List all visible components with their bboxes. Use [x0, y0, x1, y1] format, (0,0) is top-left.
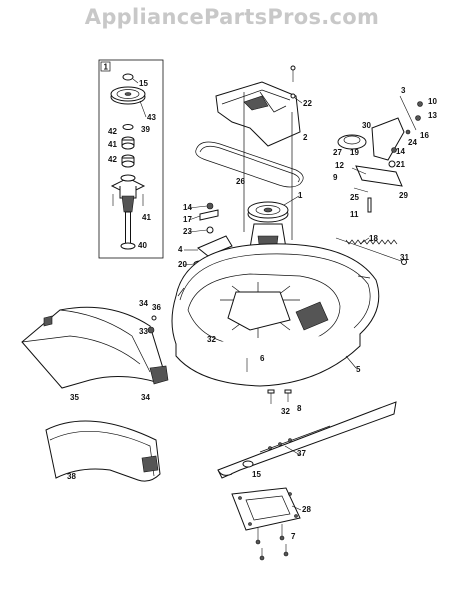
- leader-lines: [132, 78, 370, 511]
- inset-number-box: [100, 61, 111, 72]
- callout-28: 28: [302, 505, 311, 514]
- inset-screws-41: [112, 194, 144, 206]
- callout-42-upper: 42: [108, 127, 117, 136]
- callout-37: 37: [297, 449, 306, 458]
- inset-bearing-42-lower: [121, 154, 135, 168]
- screw-22-head: [290, 65, 296, 71]
- nut-36: [151, 315, 157, 321]
- nut-10: [417, 101, 423, 107]
- pin-16: [405, 129, 411, 135]
- callout-42-lower: 42: [108, 155, 117, 164]
- callout-41-upper: 41: [108, 140, 117, 149]
- inset-washer-39: [122, 124, 134, 130]
- callout-19: 19: [350, 148, 359, 157]
- inset-pulley-43: [110, 86, 146, 105]
- callout-14-right: 14: [396, 147, 405, 156]
- callout-22: 22: [303, 99, 312, 108]
- callout-16: 16: [420, 131, 429, 140]
- idler-arm-30: [371, 117, 405, 161]
- callout-1: 1: [298, 191, 303, 200]
- mount-plate-28: [231, 487, 301, 531]
- callout-21: 21: [396, 160, 405, 169]
- bolts-7: [255, 524, 289, 561]
- callout-41-lower: 41: [142, 213, 151, 222]
- belt-26: [195, 141, 304, 188]
- callout-9: 9: [333, 173, 338, 182]
- fasteners-9-25: [351, 167, 369, 193]
- watermark-text: AppliancePartsPros.com: [85, 5, 379, 29]
- callout-12: 12: [335, 161, 344, 170]
- callout-15-inset: 15: [139, 79, 148, 88]
- callout-36: 36: [152, 303, 161, 312]
- nut-13: [415, 115, 421, 121]
- rod-3: [399, 95, 417, 131]
- bolt-33: [147, 326, 155, 334]
- callout-43: 43: [147, 113, 156, 122]
- inset-shaft-40: [120, 211, 136, 250]
- callout-35: 35: [70, 393, 79, 402]
- callout-2: 2: [303, 133, 308, 142]
- idler-assembly: [337, 95, 423, 213]
- inset-number: 1: [104, 63, 109, 72]
- callout-39: 39: [141, 125, 150, 134]
- callout-18: 18: [369, 234, 378, 243]
- washer-14-right: [391, 147, 397, 153]
- callout-4: 4: [178, 245, 183, 254]
- callout-34-upper: 34: [139, 299, 148, 308]
- callout-27: 27: [333, 148, 342, 157]
- spring-18-rod-31: [335, 237, 407, 265]
- callout-13: 13: [428, 111, 437, 120]
- callout-32-lower: 32: [281, 407, 290, 416]
- callout-3: 3: [401, 86, 406, 95]
- nut-14-left: [206, 202, 214, 210]
- callout-15-lower: 15: [252, 470, 261, 479]
- callout-6: 6: [260, 354, 265, 363]
- callout-8: 8: [297, 404, 302, 413]
- callout-26: 26: [236, 177, 245, 186]
- callout-38: 38: [67, 472, 76, 481]
- callout-7: 7: [291, 532, 296, 541]
- callout-11: 11: [350, 210, 359, 219]
- callout-29: 29: [399, 191, 408, 200]
- nut-15-lower: [242, 460, 254, 468]
- belt-cover-2: [215, 81, 301, 147]
- nut-21: [388, 160, 396, 168]
- spacer-23: [206, 226, 214, 234]
- bolt-11: [367, 197, 372, 213]
- inset-spindle-housing: [110, 174, 146, 213]
- callout-33: 33: [139, 327, 148, 336]
- callout-24: 24: [408, 138, 417, 147]
- callout-30: 30: [362, 121, 371, 130]
- center-spindle-1: [243, 92, 293, 253]
- callout-10: 10: [428, 97, 437, 106]
- inset-frame: [98, 59, 164, 259]
- callout-23: 23: [183, 227, 192, 236]
- callout-32-upper: 32: [207, 335, 216, 344]
- washer-17: [199, 209, 219, 221]
- bolts-32-8: [267, 389, 292, 404]
- callout-31: 31: [400, 253, 409, 262]
- discharge-chute-35: [21, 306, 169, 389]
- callout-34-lower: 34: [141, 393, 150, 402]
- callout-5: 5: [356, 365, 361, 374]
- spindle-inset: 1: [98, 59, 164, 259]
- mower-deck-5: [171, 243, 380, 387]
- grass-deflector-38: [45, 420, 161, 482]
- inset-nut-15: [122, 73, 134, 81]
- callout-17: 17: [183, 215, 192, 224]
- callout-25: 25: [350, 193, 359, 202]
- screw-22-lower: [290, 93, 296, 99]
- deck-bracket-right: [295, 301, 329, 331]
- callout-14-left: 14: [183, 203, 192, 212]
- callout-40: 40: [138, 241, 147, 250]
- callout-20: 20: [178, 260, 187, 269]
- bracket-4: [197, 235, 233, 257]
- idler-pulley-27: [337, 134, 367, 150]
- inset-bearing-42-upper: [121, 136, 135, 150]
- blade-37: [217, 401, 397, 479]
- bracket-29: [355, 165, 403, 187]
